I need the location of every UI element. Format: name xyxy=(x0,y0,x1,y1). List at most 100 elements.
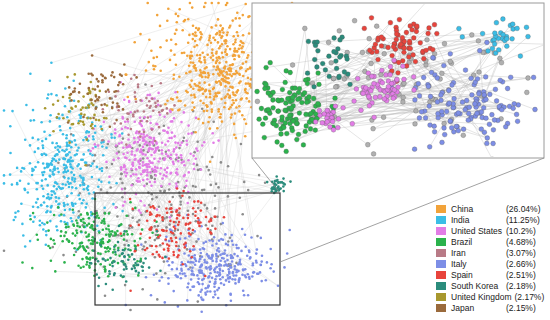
network-node xyxy=(60,220,63,223)
network-node xyxy=(195,240,198,243)
network-node xyxy=(239,197,242,200)
network-node xyxy=(187,261,190,264)
network-node xyxy=(238,110,241,113)
network-node xyxy=(175,63,178,66)
network-node xyxy=(150,154,153,157)
network-node xyxy=(112,159,115,162)
network-node xyxy=(224,260,227,263)
network-node xyxy=(99,168,102,171)
network-node xyxy=(146,178,149,181)
network-node xyxy=(154,181,157,184)
network-edge xyxy=(116,235,232,279)
network-edge xyxy=(117,231,135,271)
network-node xyxy=(74,234,77,237)
network-node xyxy=(45,243,48,246)
network-node xyxy=(161,109,164,112)
network-node xyxy=(56,167,59,170)
network-edge xyxy=(89,165,147,175)
network-node xyxy=(68,144,71,147)
network-node xyxy=(89,150,92,153)
network-node xyxy=(90,224,93,227)
network-node xyxy=(192,87,195,90)
network-node xyxy=(154,178,157,181)
network-node xyxy=(201,51,204,54)
network-node xyxy=(163,174,166,177)
network-node xyxy=(117,109,120,112)
network-node xyxy=(54,181,57,184)
network-node xyxy=(46,221,49,224)
network-node xyxy=(102,108,105,111)
network-node xyxy=(201,107,204,110)
network-node xyxy=(169,59,172,62)
network-edge xyxy=(70,183,252,276)
network-node xyxy=(66,195,69,198)
network-node xyxy=(90,242,93,245)
network-node xyxy=(116,215,119,218)
network-node xyxy=(33,119,36,122)
network-node xyxy=(229,236,232,239)
network-node xyxy=(210,56,213,59)
network-node xyxy=(172,163,175,166)
network-node xyxy=(14,216,17,219)
network-node xyxy=(107,275,110,278)
network-node xyxy=(64,105,67,108)
network-node xyxy=(219,113,222,116)
network-node xyxy=(197,118,200,121)
network-node xyxy=(173,74,176,77)
network-node xyxy=(226,254,229,257)
network-node xyxy=(137,177,140,180)
network-node xyxy=(40,121,43,124)
network-node xyxy=(31,267,34,270)
network-node xyxy=(34,166,37,169)
network-node xyxy=(157,237,160,240)
network-node xyxy=(156,56,159,59)
network-node xyxy=(121,182,124,185)
network-node xyxy=(56,117,59,120)
network-node xyxy=(88,222,91,225)
network-node xyxy=(184,104,187,107)
network-node xyxy=(70,192,73,195)
network-node xyxy=(151,85,154,88)
network-node xyxy=(120,166,123,169)
network-node xyxy=(71,186,74,189)
network-node xyxy=(198,260,201,263)
network-node xyxy=(120,122,123,125)
network-node xyxy=(191,109,194,112)
network-node xyxy=(124,263,127,266)
network-node xyxy=(190,79,193,82)
network-node xyxy=(201,144,204,147)
network-node xyxy=(140,148,143,151)
network-node xyxy=(197,169,200,172)
network-node xyxy=(193,151,196,154)
network-node xyxy=(134,158,137,161)
network-node xyxy=(123,234,126,237)
network-node xyxy=(236,255,239,258)
network-node xyxy=(94,145,97,148)
network-node xyxy=(226,34,229,37)
network-node xyxy=(193,94,196,97)
network-node xyxy=(187,282,190,285)
network-node xyxy=(175,13,178,16)
network-node xyxy=(147,116,150,119)
network-node xyxy=(209,96,212,99)
network-node xyxy=(176,168,179,171)
network-edge xyxy=(66,130,152,233)
network-node xyxy=(133,240,136,243)
network-node xyxy=(69,182,72,185)
network-node xyxy=(111,230,114,233)
network-node xyxy=(241,97,244,100)
network-node xyxy=(159,70,162,73)
network-node xyxy=(53,173,56,176)
network-node xyxy=(199,248,202,251)
network-node xyxy=(3,182,6,185)
network-node xyxy=(151,128,154,131)
network-node xyxy=(166,107,169,110)
network-node xyxy=(47,193,50,196)
network-node xyxy=(180,154,183,157)
network-node xyxy=(183,111,186,114)
network-node xyxy=(205,104,208,107)
network-node xyxy=(210,42,213,45)
network-node xyxy=(202,122,205,125)
network-node xyxy=(192,65,195,68)
network-node xyxy=(220,161,223,164)
